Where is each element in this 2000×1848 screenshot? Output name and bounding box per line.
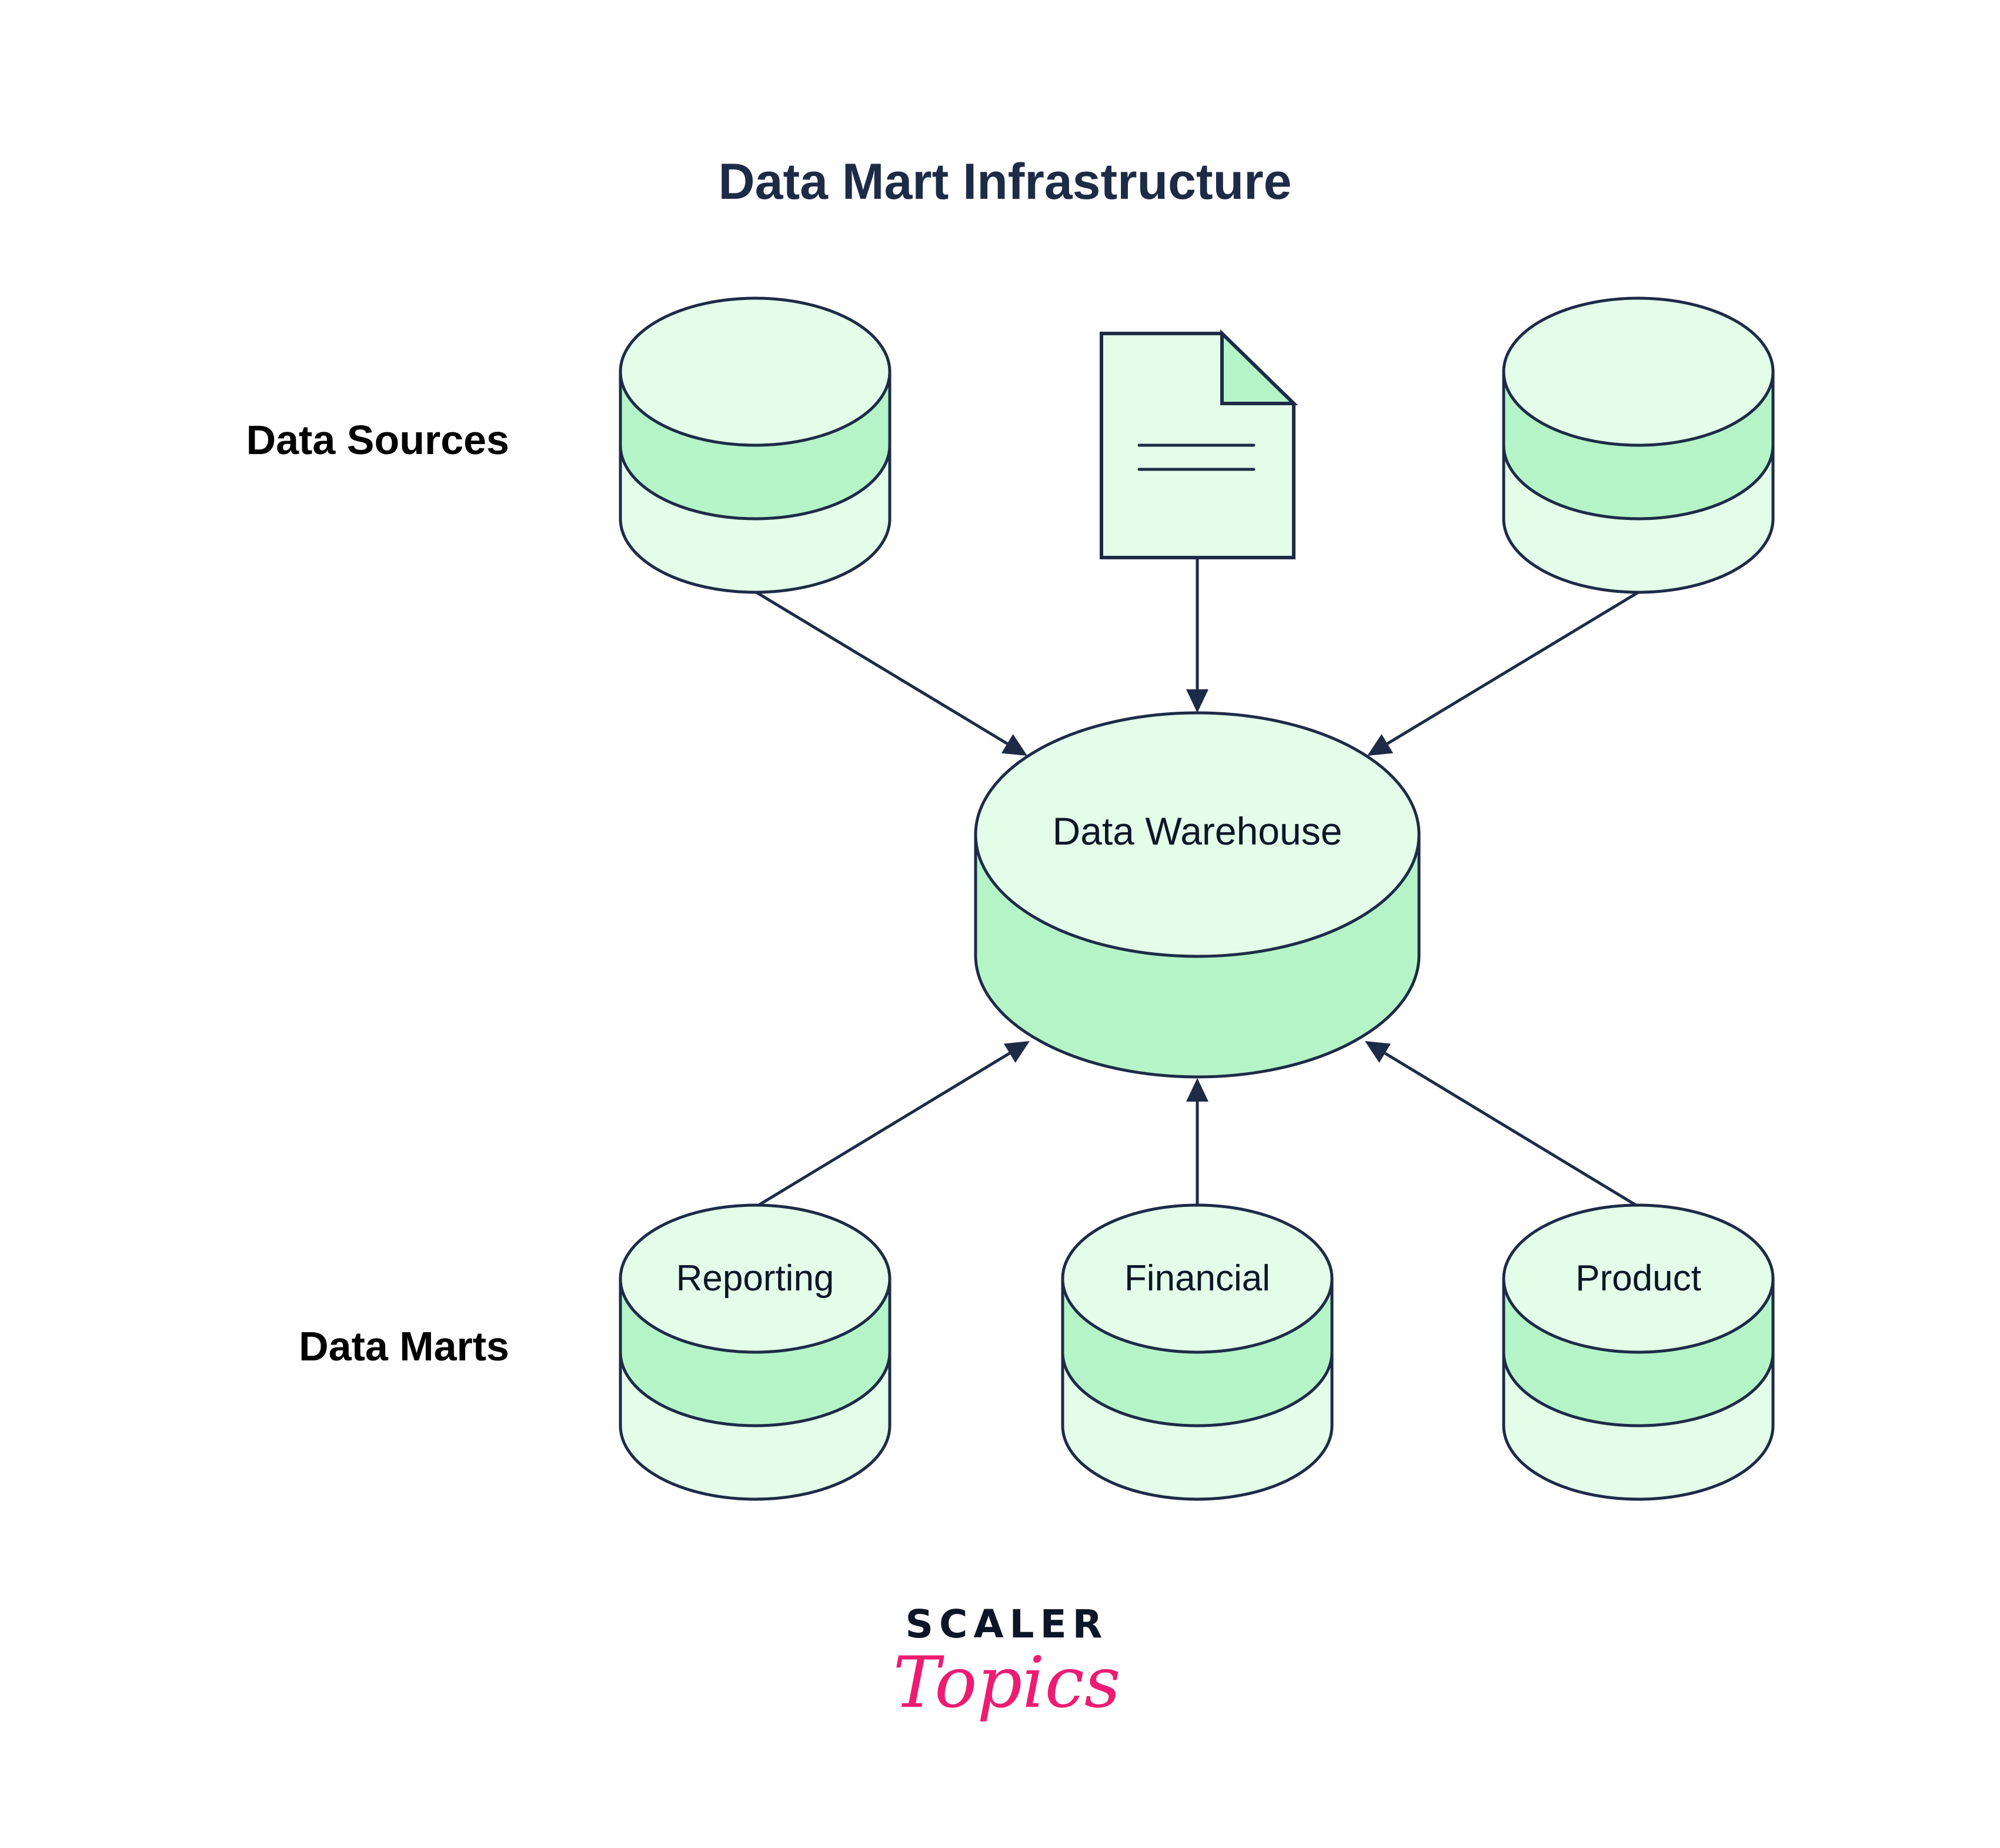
cylinder-top <box>619 1203 892 1354</box>
edge-product-to-warehouse <box>1365 1041 1637 1207</box>
mart-product[interactable]: Product <box>1502 1203 1775 1501</box>
warehouse-cylinder-icon <box>974 711 1421 1079</box>
document-icon <box>1100 329 1298 559</box>
edge-financial-to-warehouse <box>1186 1078 1208 1205</box>
data-warehouse[interactable]: Data Warehouse <box>974 711 1421 1079</box>
mart-label: Product <box>1575 1258 1701 1299</box>
data-marts-label: Data Marts <box>299 1323 509 1369</box>
cylinder-top <box>1502 1203 1775 1354</box>
arrowhead-icon <box>1186 1078 1208 1102</box>
edges <box>755 558 1640 1207</box>
arrowhead-icon <box>1003 1041 1030 1063</box>
arrowhead-icon <box>1367 734 1394 756</box>
arrow-line <box>757 1052 1011 1207</box>
arrowhead-icon <box>1001 734 1027 756</box>
diagram-title: Data Mart Infrastructure <box>719 154 1292 210</box>
database-icon <box>1502 1203 1775 1501</box>
mart-label: Reporting <box>676 1258 834 1299</box>
warehouse-label: Data Warehouse <box>1053 809 1343 853</box>
arrow-line <box>755 591 1009 745</box>
edge-source-1-to-warehouse <box>755 591 1027 756</box>
logo-topics-text: Topics <box>893 1642 1121 1724</box>
logo-scaler-text: SCALER <box>905 1602 1108 1647</box>
mart-reporting[interactable]: Reporting <box>619 1203 892 1501</box>
database-icon <box>1502 296 1775 594</box>
source-database-3[interactable] <box>1502 296 1775 594</box>
arrowhead-icon <box>1186 689 1208 713</box>
cylinder-top <box>1502 296 1775 447</box>
source-document[interactable] <box>1100 329 1298 559</box>
database-icon <box>1061 1203 1334 1501</box>
arrow-line <box>1384 1052 1637 1207</box>
mart-label: Financial <box>1124 1258 1270 1299</box>
database-icon <box>619 1203 892 1501</box>
cylinder-top <box>1061 1203 1334 1354</box>
data-sources-label: Data Sources <box>246 417 509 463</box>
mart-financial[interactable]: Financial <box>1061 1203 1334 1501</box>
arrow-line <box>1386 591 1640 745</box>
edge-document-to-warehouse <box>1186 558 1208 713</box>
source-database-1[interactable] <box>619 296 892 594</box>
edge-reporting-to-warehouse <box>757 1041 1030 1207</box>
edge-source-3-to-warehouse <box>1367 591 1640 756</box>
cylinder-top <box>619 296 892 447</box>
scaler-topics-logo: SCALER Topics <box>893 1602 1121 1724</box>
database-icon <box>619 296 892 594</box>
arrowhead-icon <box>1365 1041 1391 1063</box>
